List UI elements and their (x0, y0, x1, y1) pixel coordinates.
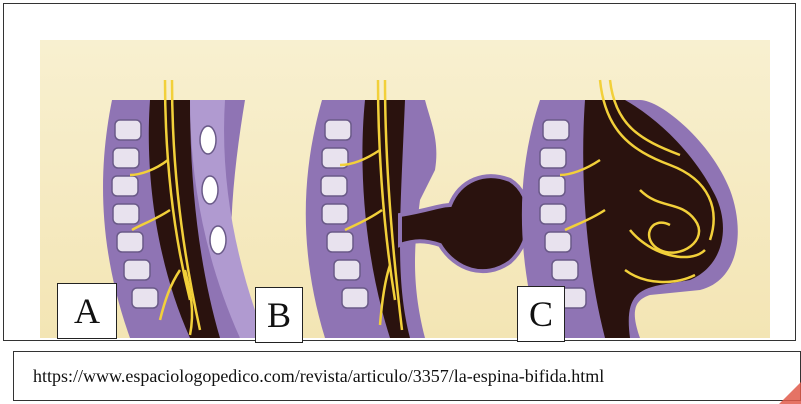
source-caption: https://www.espaciologopedico.com/revist… (13, 351, 801, 401)
source-url[interactable]: https://www.espaciologopedico.com/revist… (14, 366, 604, 387)
panel-label-b: B (255, 287, 303, 343)
corner-accent-icon (779, 382, 801, 404)
spina-bifida-illustration (40, 40, 770, 338)
panel-label-a: A (57, 283, 117, 339)
panel-label-c: C (517, 286, 565, 342)
